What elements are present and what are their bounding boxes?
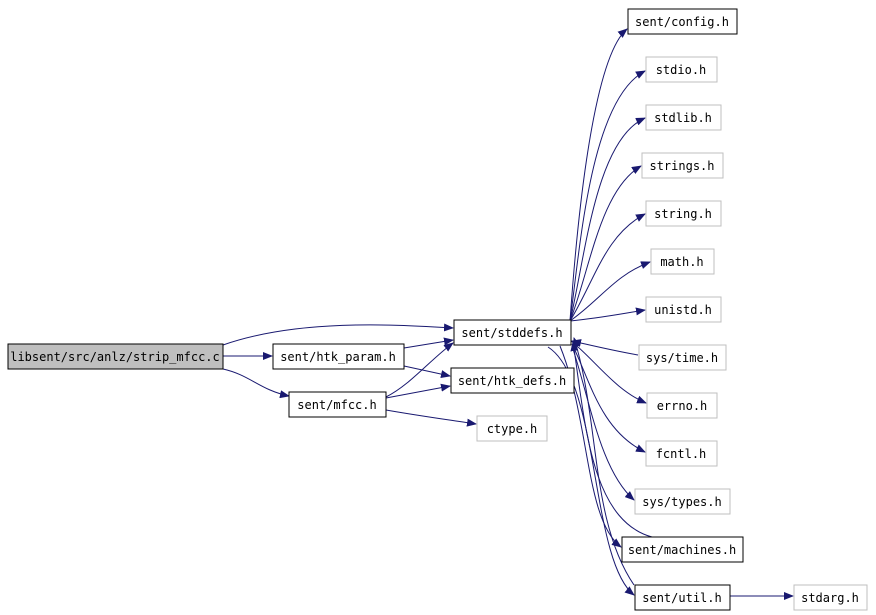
node-systime-label: sys/time.h bbox=[646, 351, 718, 365]
edge-stddefs-string bbox=[569, 213, 646, 322]
node-machines-label: sent/machines.h bbox=[628, 543, 736, 557]
node-math-label: math.h bbox=[660, 255, 703, 269]
node-stdarg[interactable]: stdarg.h bbox=[793, 584, 868, 611]
node-stddefs[interactable]: sent/stddefs.h bbox=[453, 319, 572, 346]
node-fcntl-label: fcntl.h bbox=[656, 447, 707, 461]
node-htk-param-label: sent/htk_param.h bbox=[280, 350, 396, 364]
edge-stddefs-stdio bbox=[569, 70, 646, 322]
edge-stddefs-util bbox=[547, 346, 635, 596]
edge-stddefs-fcntl bbox=[571, 343, 646, 453]
node-errno-label: errno.h bbox=[657, 399, 708, 413]
edge-stddefs-systypes bbox=[571, 345, 635, 501]
node-root[interactable]: libsent/src/anlz/strip_mfcc.c bbox=[7, 343, 224, 370]
node-unistd[interactable]: unistd.h bbox=[645, 296, 722, 323]
edge-stddefs-stdlib bbox=[569, 117, 646, 322]
node-ctype-label: ctype.h bbox=[487, 422, 538, 436]
node-stdio[interactable]: stdio.h bbox=[645, 56, 718, 83]
edge-machines-stddefs bbox=[570, 341, 653, 538]
edge-root-stddefs bbox=[222, 323, 454, 346]
edge-htk-param-htk-defs bbox=[403, 365, 451, 378]
node-mfcc-label: sent/mfcc.h bbox=[297, 398, 376, 412]
node-stddefs-label: sent/stddefs.h bbox=[461, 326, 562, 340]
edge-stddefs-unistd bbox=[569, 307, 646, 322]
edge-root-mfcc bbox=[222, 368, 290, 399]
node-stdio-label: stdio.h bbox=[656, 63, 707, 77]
node-mfcc[interactable]: sent/mfcc.h bbox=[288, 391, 387, 418]
node-strings-label: strings.h bbox=[649, 159, 714, 173]
node-util[interactable]: sent/util.h bbox=[634, 584, 731, 611]
edge-stddefs-config bbox=[569, 28, 628, 322]
edge-util-stddefs bbox=[572, 337, 635, 586]
node-systypes[interactable]: sys/types.h bbox=[634, 488, 731, 515]
nodes: libsent/src/anlz/strip_mfcc.c sent/htk_p… bbox=[7, 8, 868, 611]
node-math[interactable]: math.h bbox=[650, 248, 715, 275]
node-strings[interactable]: strings.h bbox=[641, 152, 724, 179]
edge-stddefs-strings bbox=[569, 165, 642, 322]
edge-htk-param-stddefs bbox=[403, 337, 454, 349]
edge-mfcc-ctype bbox=[385, 409, 477, 427]
node-fcntl[interactable]: fcntl.h bbox=[645, 440, 718, 467]
node-unistd-label: unistd.h bbox=[654, 303, 712, 317]
node-ctype[interactable]: ctype.h bbox=[476, 415, 548, 442]
node-systime[interactable]: sys/time.h bbox=[638, 344, 727, 371]
node-util-label: sent/util.h bbox=[642, 591, 721, 605]
node-config[interactable]: sent/config.h bbox=[627, 8, 738, 35]
edge-mfcc-stddefs bbox=[385, 342, 454, 398]
edge-systime-stddefs bbox=[571, 339, 639, 356]
node-htk-defs-label: sent/htk_defs.h bbox=[458, 374, 566, 388]
edges bbox=[222, 28, 794, 600]
node-root-label: libsent/src/anlz/strip_mfcc.c bbox=[10, 350, 220, 364]
node-systypes-label: sys/types.h bbox=[642, 495, 721, 509]
edge-mfcc-htk-defs bbox=[385, 383, 451, 399]
node-string[interactable]: string.h bbox=[645, 200, 722, 227]
node-stdarg-label: stdarg.h bbox=[801, 591, 859, 605]
edge-stddefs-math bbox=[569, 261, 651, 322]
node-stdlib-label: stdlib.h bbox=[654, 111, 712, 125]
node-string-label: string.h bbox=[654, 207, 712, 221]
node-htk-defs[interactable]: sent/htk_defs.h bbox=[450, 367, 575, 394]
node-htk-param[interactable]: sent/htk_param.h bbox=[272, 343, 405, 370]
node-errno[interactable]: errno.h bbox=[646, 392, 718, 419]
node-machines[interactable]: sent/machines.h bbox=[621, 536, 744, 563]
node-config-label: sent/config.h bbox=[635, 15, 729, 29]
node-stdlib[interactable]: stdlib.h bbox=[645, 104, 722, 131]
